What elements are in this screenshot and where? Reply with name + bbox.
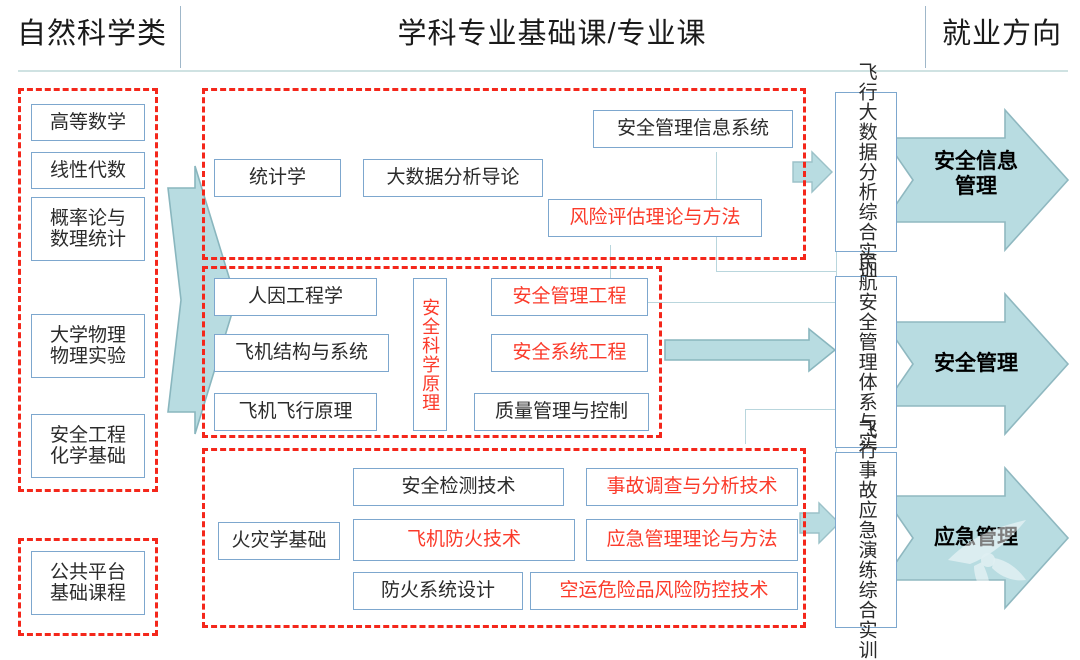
- header-natural-science: 自然科学类: [16, 18, 167, 50]
- course-box[interactable]: 安全管理信息系统: [593, 110, 793, 148]
- course-box[interactable]: 火灾学基础: [218, 522, 340, 560]
- header-employment-direction: 就业方向: [941, 18, 1062, 50]
- connector-line: [716, 271, 836, 273]
- header-divider-left: [180, 6, 181, 68]
- outcome-label-safety-management[interactable]: 安全管理: [934, 352, 1018, 375]
- course-box[interactable]: 概率论与 数理统计: [31, 197, 145, 261]
- header-major-courses: 学科专业基础课/专业课: [397, 18, 707, 50]
- course-box[interactable]: 人因工程学: [214, 278, 377, 316]
- connector-line: [745, 409, 836, 411]
- course-box[interactable]: 应急管理理论与方法: [586, 519, 798, 561]
- outcome-label-emergency-management[interactable]: 应急管理: [934, 526, 1018, 549]
- course-box[interactable]: 安全管理工程: [491, 278, 648, 316]
- course-box[interactable]: 大学物理 物理实验: [31, 314, 145, 378]
- course-box[interactable]: 统计学: [214, 159, 341, 197]
- practice-box-flight-bigdata-training[interactable]: 飞行大数据分析综合实训: [835, 62, 897, 282]
- course-box[interactable]: 安全工程 化学基础: [31, 414, 145, 478]
- group-safety-management: [202, 266, 662, 438]
- outcome-label-safety-information-management[interactable]: 安全信息 管理: [934, 150, 1018, 198]
- course-box[interactable]: 高等数学: [31, 104, 145, 141]
- group-emergency-fire: [202, 448, 806, 628]
- course-box[interactable]: 飞机飞行原理: [214, 393, 377, 431]
- course-box[interactable]: 安全系统工程: [491, 334, 648, 372]
- course-box[interactable]: 飞机结构与系统: [214, 334, 389, 372]
- header-rule: [18, 70, 1068, 72]
- connector-line: [745, 410, 747, 444]
- header-divider-right: [925, 6, 926, 68]
- connector-line: [610, 245, 612, 303]
- group-data-information: [202, 88, 806, 260]
- course-box[interactable]: 风险评估理论与方法: [548, 199, 762, 237]
- course-box[interactable]: 大数据分析导论: [363, 159, 543, 197]
- arrow-to-practice-2: [664, 327, 837, 373]
- course-box[interactable]: 空运危险品风险防控技术: [530, 572, 798, 610]
- connector-line: [610, 302, 836, 304]
- practice-box-civil-aviation-sms-practice[interactable]: 民航安全管理体系与实践: [835, 252, 897, 472]
- course-box[interactable]: 飞机防火技术: [353, 519, 575, 561]
- group-natural-science-core: [18, 88, 158, 492]
- watermark-logo: [948, 520, 1026, 602]
- course-box[interactable]: 质量管理与控制: [474, 393, 649, 431]
- course-box[interactable]: 事故调查与分析技术: [586, 468, 798, 506]
- course-box[interactable]: 线性代数: [31, 152, 145, 189]
- course-box[interactable]: 公共平台 基础课程: [31, 551, 145, 615]
- practice-box-flight-accident-emergency-drill[interactable]: 飞行事故应急演练综合实训: [835, 420, 897, 660]
- course-box[interactable]: 安全检测技术: [353, 468, 564, 506]
- course-box-vertical[interactable]: 安全科学原理: [413, 278, 447, 431]
- course-box[interactable]: 防火系统设计: [353, 572, 523, 610]
